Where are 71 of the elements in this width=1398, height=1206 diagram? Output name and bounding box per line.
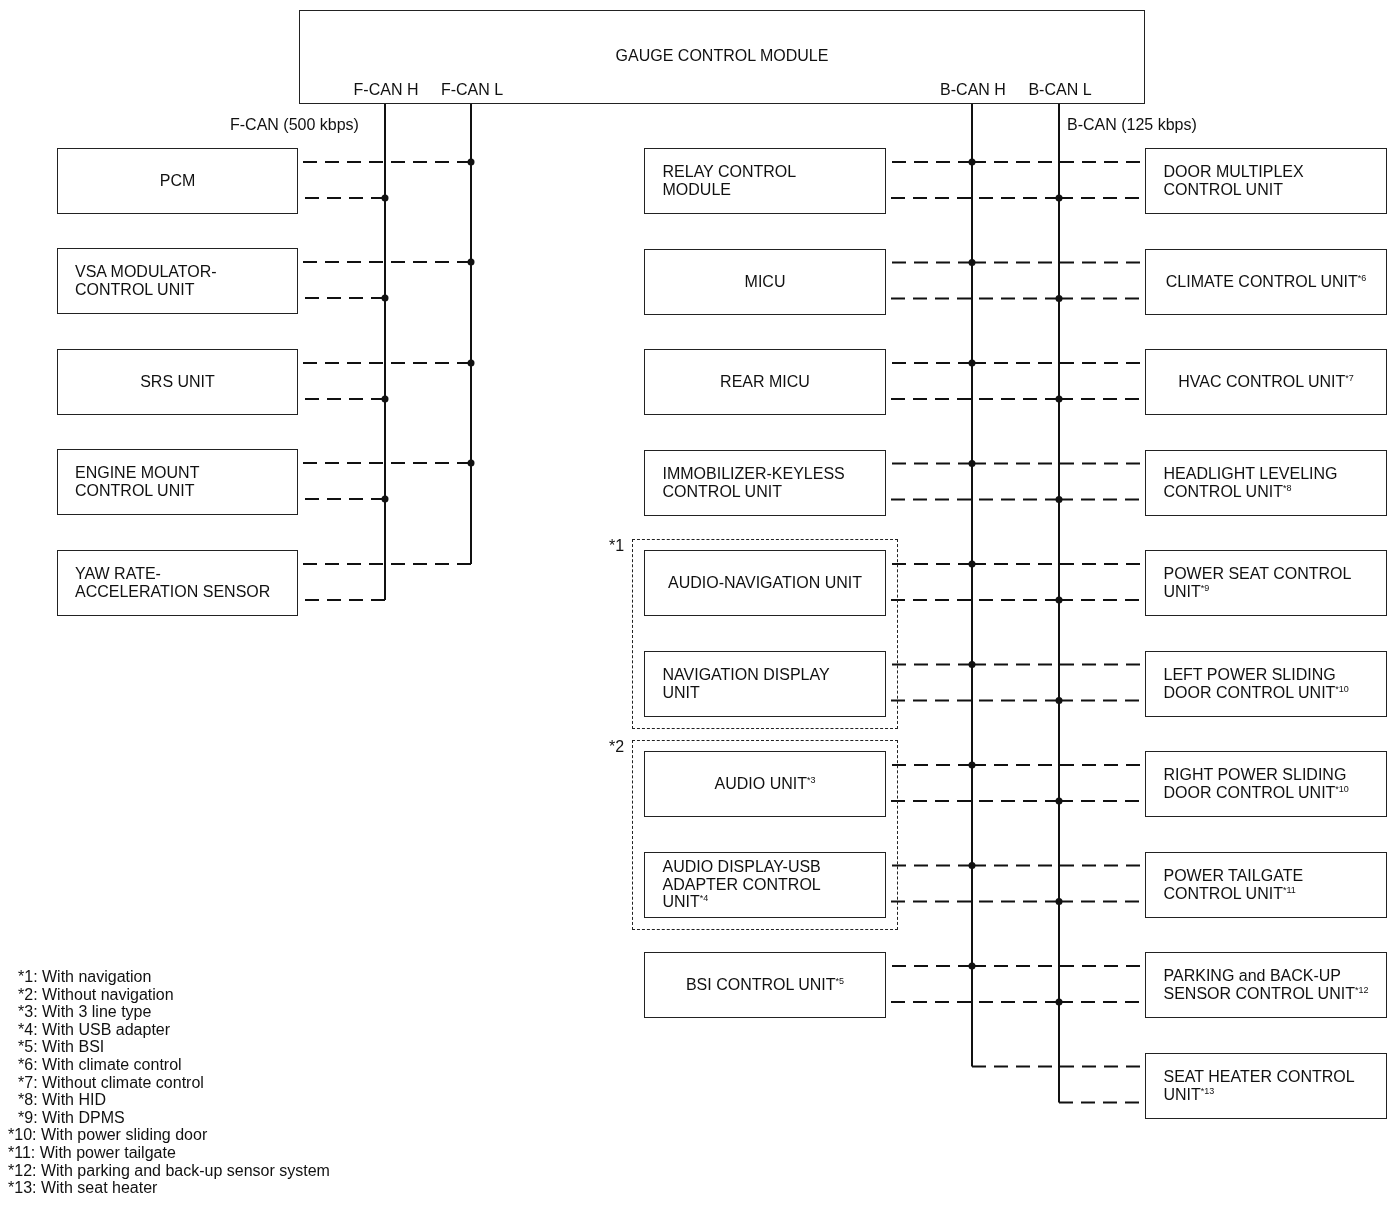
unit-box [1145, 148, 1387, 214]
unit-label: POWER TAILGATE CONTROL UNIT$^{*11}$ [1163, 866, 1305, 903]
pin-label: B-CAN L [1027, 81, 1093, 99]
unit-box [1145, 550, 1387, 616]
footnote-text: *5: With BSI [18, 1038, 105, 1056]
unit-label: AUDIO DISPLAY-USB ADAPTER CONTROL UNIT$^{*4}$ [662, 858, 822, 911]
unit-label: IMMOBILIZER-KEYLESS CONTROL UNIT [662, 464, 846, 501]
footnote-text: *13: With seat heater [8, 1179, 158, 1197]
bus-label: F-CAN (500 kbps) [230, 116, 359, 134]
footnote-text: *10: With power sliding door [8, 1126, 208, 1144]
footnote-text: *12: With parking and back-up sensor system [8, 1161, 330, 1180]
footnote-text: *6: With climate control [18, 1056, 182, 1074]
unit-label: DOOR MULTIPLEX CONTROL UNIT [1163, 163, 1305, 199]
unit-box [1145, 751, 1387, 817]
unit-box [57, 349, 298, 415]
unit-label: RELAY CONTROL MODULE [662, 163, 797, 199]
unit-label: RIGHT POWER SLIDING DOOR CONTROL UNIT$^{*10}$ [1163, 766, 1350, 802]
footnote-text: *1: With navigation [18, 968, 152, 986]
unit-box [57, 248, 298, 314]
unit-box [644, 650, 886, 717]
unit-box [644, 248, 886, 315]
unit-label: LEFT POWER SLIDING DOOR CONTROL UNIT$^{*10}$ [1163, 665, 1350, 702]
unit-label: PARKING and BACK-UP SENSOR CONTROL UNIT$^{*12}$ [1163, 967, 1369, 1003]
footnote-text: *2: Without navigation [18, 985, 174, 1004]
unit-box [644, 851, 886, 918]
unit-label: PCM [159, 172, 196, 190]
footnote-mark: *1 [609, 537, 625, 555]
footnote-text: *3: With 3 line type [18, 1003, 152, 1021]
unit-box [644, 952, 886, 1018]
unit-label: HVAC CONTROL UNIT$^{*7}$ [1178, 373, 1354, 391]
bus-label: B-CAN (125 kbps) [1067, 116, 1197, 134]
unit-box [644, 449, 886, 516]
unit-label: ENGINE MOUNT CONTROL UNIT [75, 464, 201, 500]
unit-label: YAW RATE-ACCELERATION SENSOR [75, 565, 272, 601]
unit-box [644, 349, 886, 415]
unit-box [1145, 851, 1387, 918]
unit-box [1145, 449, 1387, 516]
footnote-text: *8: With HID [18, 1091, 106, 1109]
unit-box [1145, 952, 1387, 1018]
unit-label: AUDIO-NAVIGATION UNIT [667, 574, 863, 592]
unit-label: NAVIGATION DISPLAY UNIT [662, 665, 831, 702]
unit-label: AUDIO UNIT$^{*3}$ [714, 775, 816, 793]
pin-label: F-CAN L [439, 81, 505, 99]
footnote-text: *11: With power tailgate [8, 1144, 176, 1162]
pin-label: B-CAN H [939, 81, 1007, 99]
footnote-text: *9: With DPMS [18, 1108, 125, 1127]
module-title: GAUGE CONTROL MODULE [614, 47, 830, 65]
unit-label: MICU [744, 272, 786, 291]
unit-box [1145, 650, 1387, 717]
unit-label: SEAT HEATER CONTROL UNIT$^{*13}$ [1163, 1067, 1356, 1104]
footnote-mark: *2 [609, 738, 625, 756]
unit-label: SRS UNIT [140, 373, 215, 391]
unit-box [57, 550, 298, 616]
unit-box [57, 449, 298, 515]
unit-label: VSA MODULATOR-CONTROL UNIT [75, 263, 218, 299]
unit-label: POWER SEAT CONTROL UNIT$^{*9}$ [1163, 565, 1352, 601]
unit-label: REAR MICU [720, 373, 810, 391]
unit-box [1145, 248, 1387, 315]
unit-label: BSI CONTROL UNIT$^{*5}$ [685, 976, 845, 994]
unit-box [644, 550, 886, 616]
unit-box [1145, 1052, 1387, 1119]
unit-label: HEADLIGHT LEVELING CONTROL UNIT$^{*8}$ [1163, 464, 1339, 501]
unit-box [644, 148, 886, 214]
unit-label: CLIMATE CONTROL UNIT$^{*6}$ [1165, 272, 1367, 291]
unit-box [644, 751, 886, 817]
unit-box [57, 148, 298, 214]
pin-label: F-CAN H [352, 81, 420, 99]
unit-box [1145, 349, 1387, 415]
footnote-text: *7: Without climate control [18, 1073, 204, 1092]
footnote-text: *4: With USB adapter [18, 1020, 171, 1039]
module-box [299, 10, 1145, 104]
